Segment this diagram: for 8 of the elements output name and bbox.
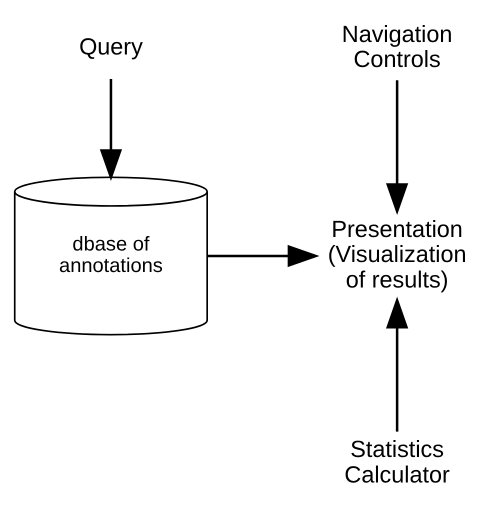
node-text: Presentation (Visualization of results) <box>328 216 467 292</box>
node-text: Statistics Calculator <box>344 436 450 488</box>
node-text: Query <box>79 34 143 60</box>
arrow <box>208 244 320 268</box>
arrow <box>100 78 122 182</box>
arrow <box>386 296 408 432</box>
node-text: Navigation Controls <box>342 21 452 72</box>
arrow <box>386 80 408 216</box>
